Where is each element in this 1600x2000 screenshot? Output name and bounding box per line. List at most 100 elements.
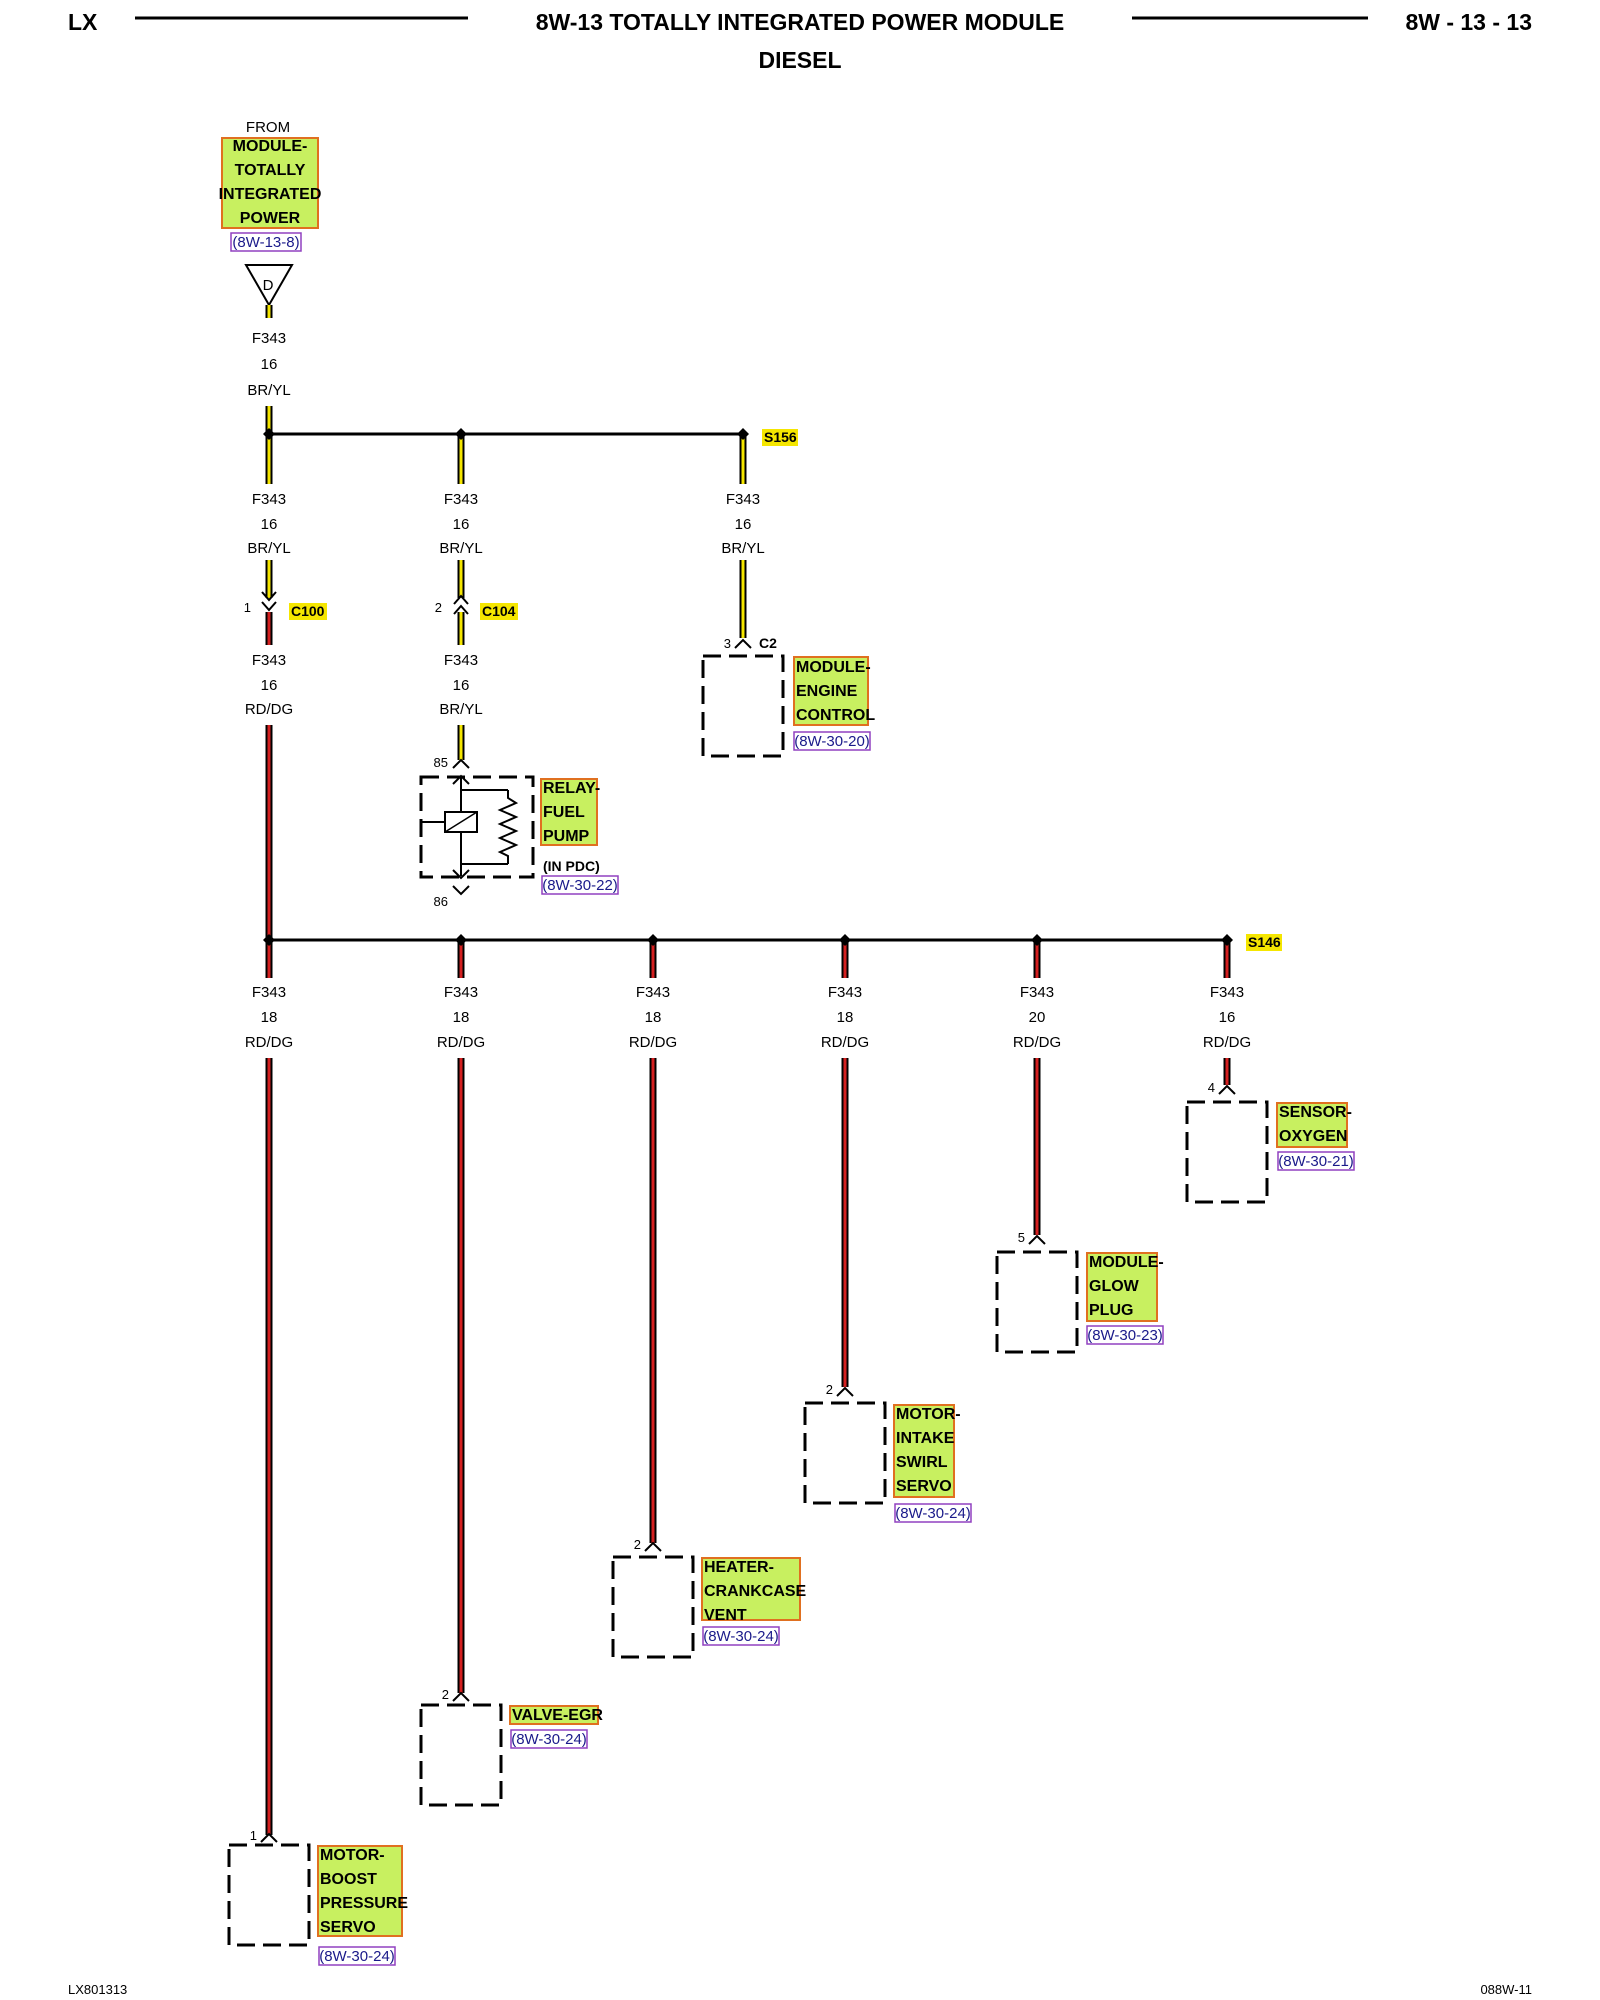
heater-ref-box [702, 1626, 780, 1646]
wire-l1-color: RD/DG [245, 1034, 293, 1051]
wire-l6-gauge: 16 [1219, 1009, 1236, 1026]
connector-c104-symbol [453, 594, 469, 605]
wire-b2-color: BR/YL [439, 540, 482, 557]
boost-pin: 1 [250, 1828, 257, 1843]
component-intake-swirl-servo: 2 MOTOR- INTAKE SWIRL SERVO (8W-30-24) [803, 1382, 972, 1523]
relay-name-line: FUEL [543, 804, 585, 821]
swirl-pin: 2 [826, 1382, 833, 1397]
connector-c104: 2 C104 [435, 594, 518, 620]
egr-terminal [452, 1691, 470, 1702]
glow-box [995, 1250, 1079, 1354]
oxygen-box [1185, 1100, 1269, 1204]
relay-pin-top: 85 [434, 755, 448, 770]
heater-name-line: VENT [704, 1607, 747, 1624]
wire-b2-circuit: F343 [444, 491, 478, 508]
heater-ref: (8W-30-24) [703, 1628, 779, 1645]
wire-l1-gauge: 18 [261, 1009, 278, 1026]
wire-b1-after-circuit: F343 [252, 652, 286, 669]
connector-c100-pin: 1 [244, 600, 251, 615]
oxygen-terminal [1218, 1084, 1236, 1095]
component-ecm: 3 C2 MODULE- ENGINE CONTROL (8W-30-20) [701, 635, 875, 758]
heater-name-line: HEATER- [704, 1559, 774, 1576]
glow-pin: 5 [1018, 1230, 1025, 1245]
splice-dot [455, 934, 467, 946]
relay-coil-diag [444, 811, 478, 833]
wire-l2-gauge: 18 [453, 1009, 470, 1026]
boost-name-line: BOOST [320, 1871, 377, 1888]
glow-ref: (8W-30-23) [1087, 1327, 1163, 1344]
wire-b2-gauge: 16 [453, 516, 470, 533]
component-glow-plug-module: 5 MODULE- GLOW PLUG (8W-30-23) [995, 1230, 1164, 1354]
ecm-ref-box [793, 731, 871, 751]
swirl-name-line: SERVO [896, 1478, 952, 1495]
relay-box [419, 775, 535, 879]
egr-name-line: VALVE-EGR [512, 1707, 603, 1724]
glow-highlight [1086, 1252, 1158, 1322]
glow-name-line: PLUG [1089, 1302, 1133, 1319]
relay-pin-bottom: 86 [434, 894, 448, 909]
splice-dot [647, 934, 659, 946]
egr-pin: 2 [442, 1687, 449, 1702]
oxygen-name-line: OXYGEN [1279, 1128, 1347, 1145]
relay-name-line: PUMP [543, 828, 590, 845]
wire-b2-after-circuit: F343 [444, 652, 478, 669]
wire-b2-after-gauge: 16 [453, 677, 470, 694]
wire-l1-circuit: F343 [252, 984, 286, 1001]
wire-l3-circuit: F343 [636, 984, 670, 1001]
boost-ref-box [318, 1946, 396, 1966]
source-ref: (8W-13-8) [232, 234, 299, 251]
glow-name-line: MODULE- [1089, 1254, 1164, 1271]
source-highlight [221, 137, 319, 229]
oxygen-highlight [1276, 1102, 1348, 1148]
oxygen-ref: (8W-30-21) [1278, 1153, 1354, 1170]
egr-ref: (8W-30-24) [511, 1731, 587, 1748]
relay-resistor [497, 790, 519, 864]
wire-l5-circuit: F343 [1020, 984, 1054, 1001]
oxygen-pin: 4 [1208, 1080, 1215, 1095]
wire-b1-after-color: RD/DG [245, 701, 293, 718]
header-right: 8W - 13 - 13 [1405, 9, 1532, 35]
egr-ref-box [510, 1729, 588, 1749]
ecm-terminal [734, 638, 752, 649]
ecm-box [701, 654, 785, 758]
glow-ref-box [1086, 1325, 1164, 1345]
swirl-ref-box [894, 1503, 972, 1523]
component-oxygen-sensor: 4 SENSOR- OXYGEN (8W-30-21) [1185, 1080, 1355, 1204]
splice-dot [839, 934, 851, 946]
splice-dot [263, 934, 275, 946]
component-boost-pressure-servo: 1 MOTOR- BOOST PRESSURE SERVO (8W-30-24) [227, 1828, 408, 1966]
splice-dot [737, 428, 749, 440]
wire-b3-circuit: F343 [726, 491, 760, 508]
connector-c100-highlight [289, 603, 327, 620]
wire-labels: F343 16 BR/YL F343 16 BR/YL F343 16 BR/Y… [245, 330, 1251, 1051]
wire-l6-color: RD/DG [1203, 1034, 1251, 1051]
header-subtitle: DIESEL [758, 47, 841, 73]
source-module: FROM MODULE- TOTALLY INTEGRATED POWER (8… [219, 119, 322, 308]
glow-name-line: GLOW [1089, 1278, 1140, 1295]
connector-c104-pin: 2 [435, 600, 442, 615]
boost-box [227, 1843, 311, 1947]
wire-l2-color: RD/DG [437, 1034, 485, 1051]
wire-l5-color: RD/DG [1013, 1034, 1061, 1051]
wire-l4-circuit: F343 [828, 984, 862, 1001]
swirl-terminal [836, 1386, 854, 1397]
source-name-line: POWER [240, 210, 301, 227]
boost-name-line: MOTOR- [320, 1847, 385, 1864]
boost-ref: (8W-30-24) [319, 1948, 395, 1965]
heater-pin: 2 [634, 1537, 641, 1552]
ecm-connector: C2 [759, 635, 777, 651]
oxygen-name-line: SENSOR- [1279, 1104, 1352, 1121]
connector-c104-label: C104 [482, 603, 516, 619]
source-triangle [244, 264, 294, 308]
wire-top-color: BR/YL [247, 382, 290, 399]
ecm-pin: 3 [724, 636, 731, 651]
splice-dot [263, 428, 275, 440]
wire-l5-gauge: 20 [1029, 1009, 1046, 1026]
source-name-line: INTEGRATED [219, 186, 322, 203]
wire-l4-color: RD/DG [821, 1034, 869, 1051]
swirl-box [803, 1401, 887, 1505]
swirl-ref: (8W-30-24) [895, 1505, 971, 1522]
footer-left: LX801313 [68, 1982, 127, 1997]
splice-s146-highlight [1246, 934, 1282, 951]
